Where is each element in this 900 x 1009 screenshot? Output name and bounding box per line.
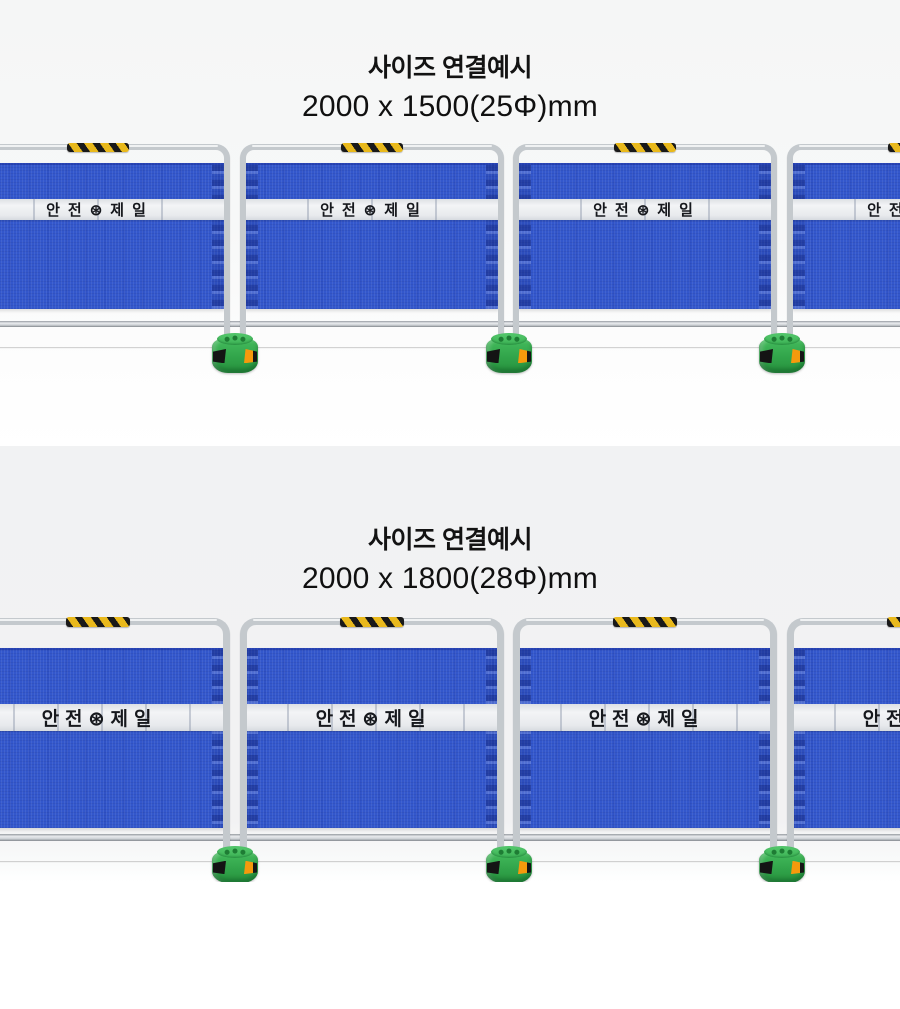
bottom-rail — [0, 834, 900, 841]
panel-frame — [513, 144, 777, 347]
fence-base — [212, 333, 258, 373]
fence-panel: 안전⊛제일 — [0, 617, 230, 882]
size-example-section-1800: 사이즈 연결예시 2000 x 1800(28Φ)mm 안전⊛제일 안전⊛제일 — [0, 446, 900, 882]
hazard-stripe — [887, 617, 900, 627]
safety-banner: 안전⊛제일 — [518, 199, 772, 220]
bottom-rail — [0, 321, 900, 327]
mesh-screen: 안전⊛제일 — [245, 648, 499, 828]
banner-text: 안전⊛제일 — [41, 709, 158, 730]
fence-base — [212, 846, 258, 882]
panel-frame — [787, 144, 900, 347]
base-top — [217, 333, 253, 345]
base-top — [217, 846, 253, 858]
fence-connection-photo: 안전⊛제일 안전⊛제일 안전⊛제일 — [0, 617, 900, 882]
mesh-screen: 안전⊛제일 — [245, 163, 499, 309]
fence-base — [486, 333, 532, 373]
base-top — [491, 333, 527, 345]
reflector-orange — [518, 349, 531, 364]
banner-text: 안전⊛제일 — [862, 709, 900, 730]
banner-text: 안전⊛제일 — [315, 709, 432, 730]
reflector-orange — [791, 349, 804, 364]
fence-base — [759, 846, 805, 882]
fence-panel: 안전⊛제일 — [787, 143, 900, 389]
safety-banner: 안전⊛제일 — [792, 704, 900, 731]
reflector-black — [760, 860, 773, 875]
panel-frame — [787, 618, 900, 861]
safety-banner: 안전⊛제일 — [0, 704, 225, 731]
mesh-screen: 안전⊛제일 — [0, 648, 225, 828]
panel-frame — [0, 144, 230, 347]
reflector-black — [487, 349, 500, 364]
mesh-screen: 안전⊛제일 — [518, 163, 772, 309]
hazard-stripe — [614, 143, 676, 152]
reflector-orange — [791, 860, 804, 875]
banner-text: 안전⊛제일 — [588, 709, 705, 730]
size-example-section-1500: 사이즈 연결예시 2000 x 1500(25Φ)mm 안전⊛제일 안전⊛제일 — [0, 0, 900, 450]
section-dimension: 2000 x 1800(28Φ)mm — [301, 562, 598, 595]
section-dimension: 2000 x 1500(25Φ)mm — [301, 90, 598, 123]
banner-text: 안전⊛제일 — [867, 202, 900, 219]
panel-frame — [513, 618, 777, 861]
mesh-screen: 안전⊛제일 — [792, 163, 900, 309]
mesh-screen: 안전⊛제일 — [792, 648, 900, 828]
fence-panel: 안전⊛제일 — [513, 617, 777, 882]
mesh-screen: 안전⊛제일 — [0, 163, 225, 309]
banner-text: 안전⊛제일 — [320, 202, 428, 219]
safety-banner: 안전⊛제일 — [0, 199, 225, 220]
reflector-black — [487, 860, 500, 875]
hazard-stripe — [67, 143, 129, 152]
hazard-stripe — [613, 617, 677, 627]
fence-base — [759, 333, 805, 373]
base-top — [764, 846, 800, 858]
fence-panel: 안전⊛제일 — [240, 617, 504, 882]
hazard-stripe — [66, 617, 130, 627]
fence-panel: 안전⊛제일 — [0, 143, 230, 389]
hazard-stripe — [888, 143, 900, 152]
reflector-orange — [244, 349, 257, 364]
mesh-screen: 안전⊛제일 — [518, 648, 772, 828]
banner-text: 안전⊛제일 — [46, 202, 154, 219]
fence-panel: 안전⊛제일 — [513, 143, 777, 389]
section-title: 사이즈 연결예시 — [368, 526, 532, 554]
safety-banner: 안전⊛제일 — [245, 704, 499, 731]
hazard-stripe — [340, 617, 404, 627]
reflector-orange — [518, 860, 531, 875]
reflector-black — [213, 349, 226, 364]
fence-connection-photo: 안전⊛제일 안전⊛제일 안전⊛제일 — [0, 143, 900, 389]
fence-panel: 안전⊛제일 — [240, 143, 504, 389]
panel-frame — [240, 144, 504, 347]
base-top — [764, 333, 800, 345]
hazard-stripe — [341, 143, 403, 152]
banner-text: 안전⊛제일 — [593, 202, 701, 219]
safety-banner: 안전⊛제일 — [792, 199, 900, 220]
reflector-black — [760, 349, 773, 364]
panel-frame — [0, 618, 230, 861]
panel-frame — [240, 618, 504, 861]
fence-panel: 안전⊛제일 — [787, 617, 900, 882]
safety-banner: 안전⊛제일 — [518, 704, 772, 731]
section-title: 사이즈 연결예시 — [368, 54, 532, 82]
base-top — [491, 846, 527, 858]
safety-banner: 안전⊛제일 — [245, 199, 499, 220]
fence-base — [486, 846, 532, 882]
reflector-orange — [244, 860, 257, 875]
reflector-black — [213, 860, 226, 875]
